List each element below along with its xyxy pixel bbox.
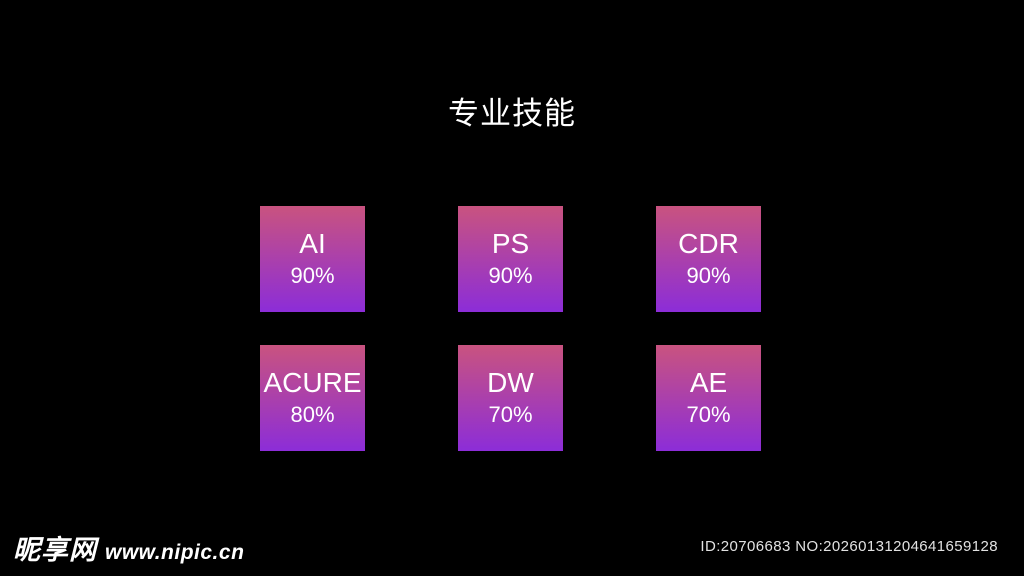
skill-level: 80% bbox=[290, 402, 335, 428]
watermark-site: 昵享网 www.nipic.cn bbox=[13, 528, 244, 567]
skill-name: AI bbox=[299, 227, 326, 259]
skill-level: 90% bbox=[290, 263, 335, 289]
skill-tile-ai: AI 90% bbox=[260, 206, 365, 312]
skill-level: 90% bbox=[488, 263, 533, 289]
skill-tile-dw: DW 70% bbox=[458, 345, 563, 451]
watermark-id-text: ID:20706683 NO:20260131204641659128 bbox=[700, 538, 998, 555]
watermark-site-url: www.nipic.cn bbox=[105, 541, 245, 564]
skill-level: 70% bbox=[686, 402, 731, 428]
skills-grid: AI 90% PS 90% CDR 90% ACURE 80% DW 70% A… bbox=[260, 206, 761, 451]
skill-tile-acure: ACURE 80% bbox=[260, 345, 365, 451]
skill-level: 90% bbox=[686, 263, 731, 289]
skill-tile-cdr: CDR 90% bbox=[656, 206, 761, 312]
skill-tile-ae: AE 70% bbox=[656, 345, 761, 451]
skill-name: DW bbox=[487, 366, 534, 398]
watermark-site-name: 昵享网 bbox=[13, 535, 97, 565]
skill-name: ACURE bbox=[263, 366, 362, 398]
skill-name: PS bbox=[491, 227, 530, 259]
skill-name: AE bbox=[689, 366, 728, 398]
page-title: 专业技能 bbox=[448, 96, 576, 131]
skill-level: 70% bbox=[488, 402, 533, 428]
skill-name: CDR bbox=[678, 227, 739, 259]
skill-tile-ps: PS 90% bbox=[458, 206, 563, 312]
